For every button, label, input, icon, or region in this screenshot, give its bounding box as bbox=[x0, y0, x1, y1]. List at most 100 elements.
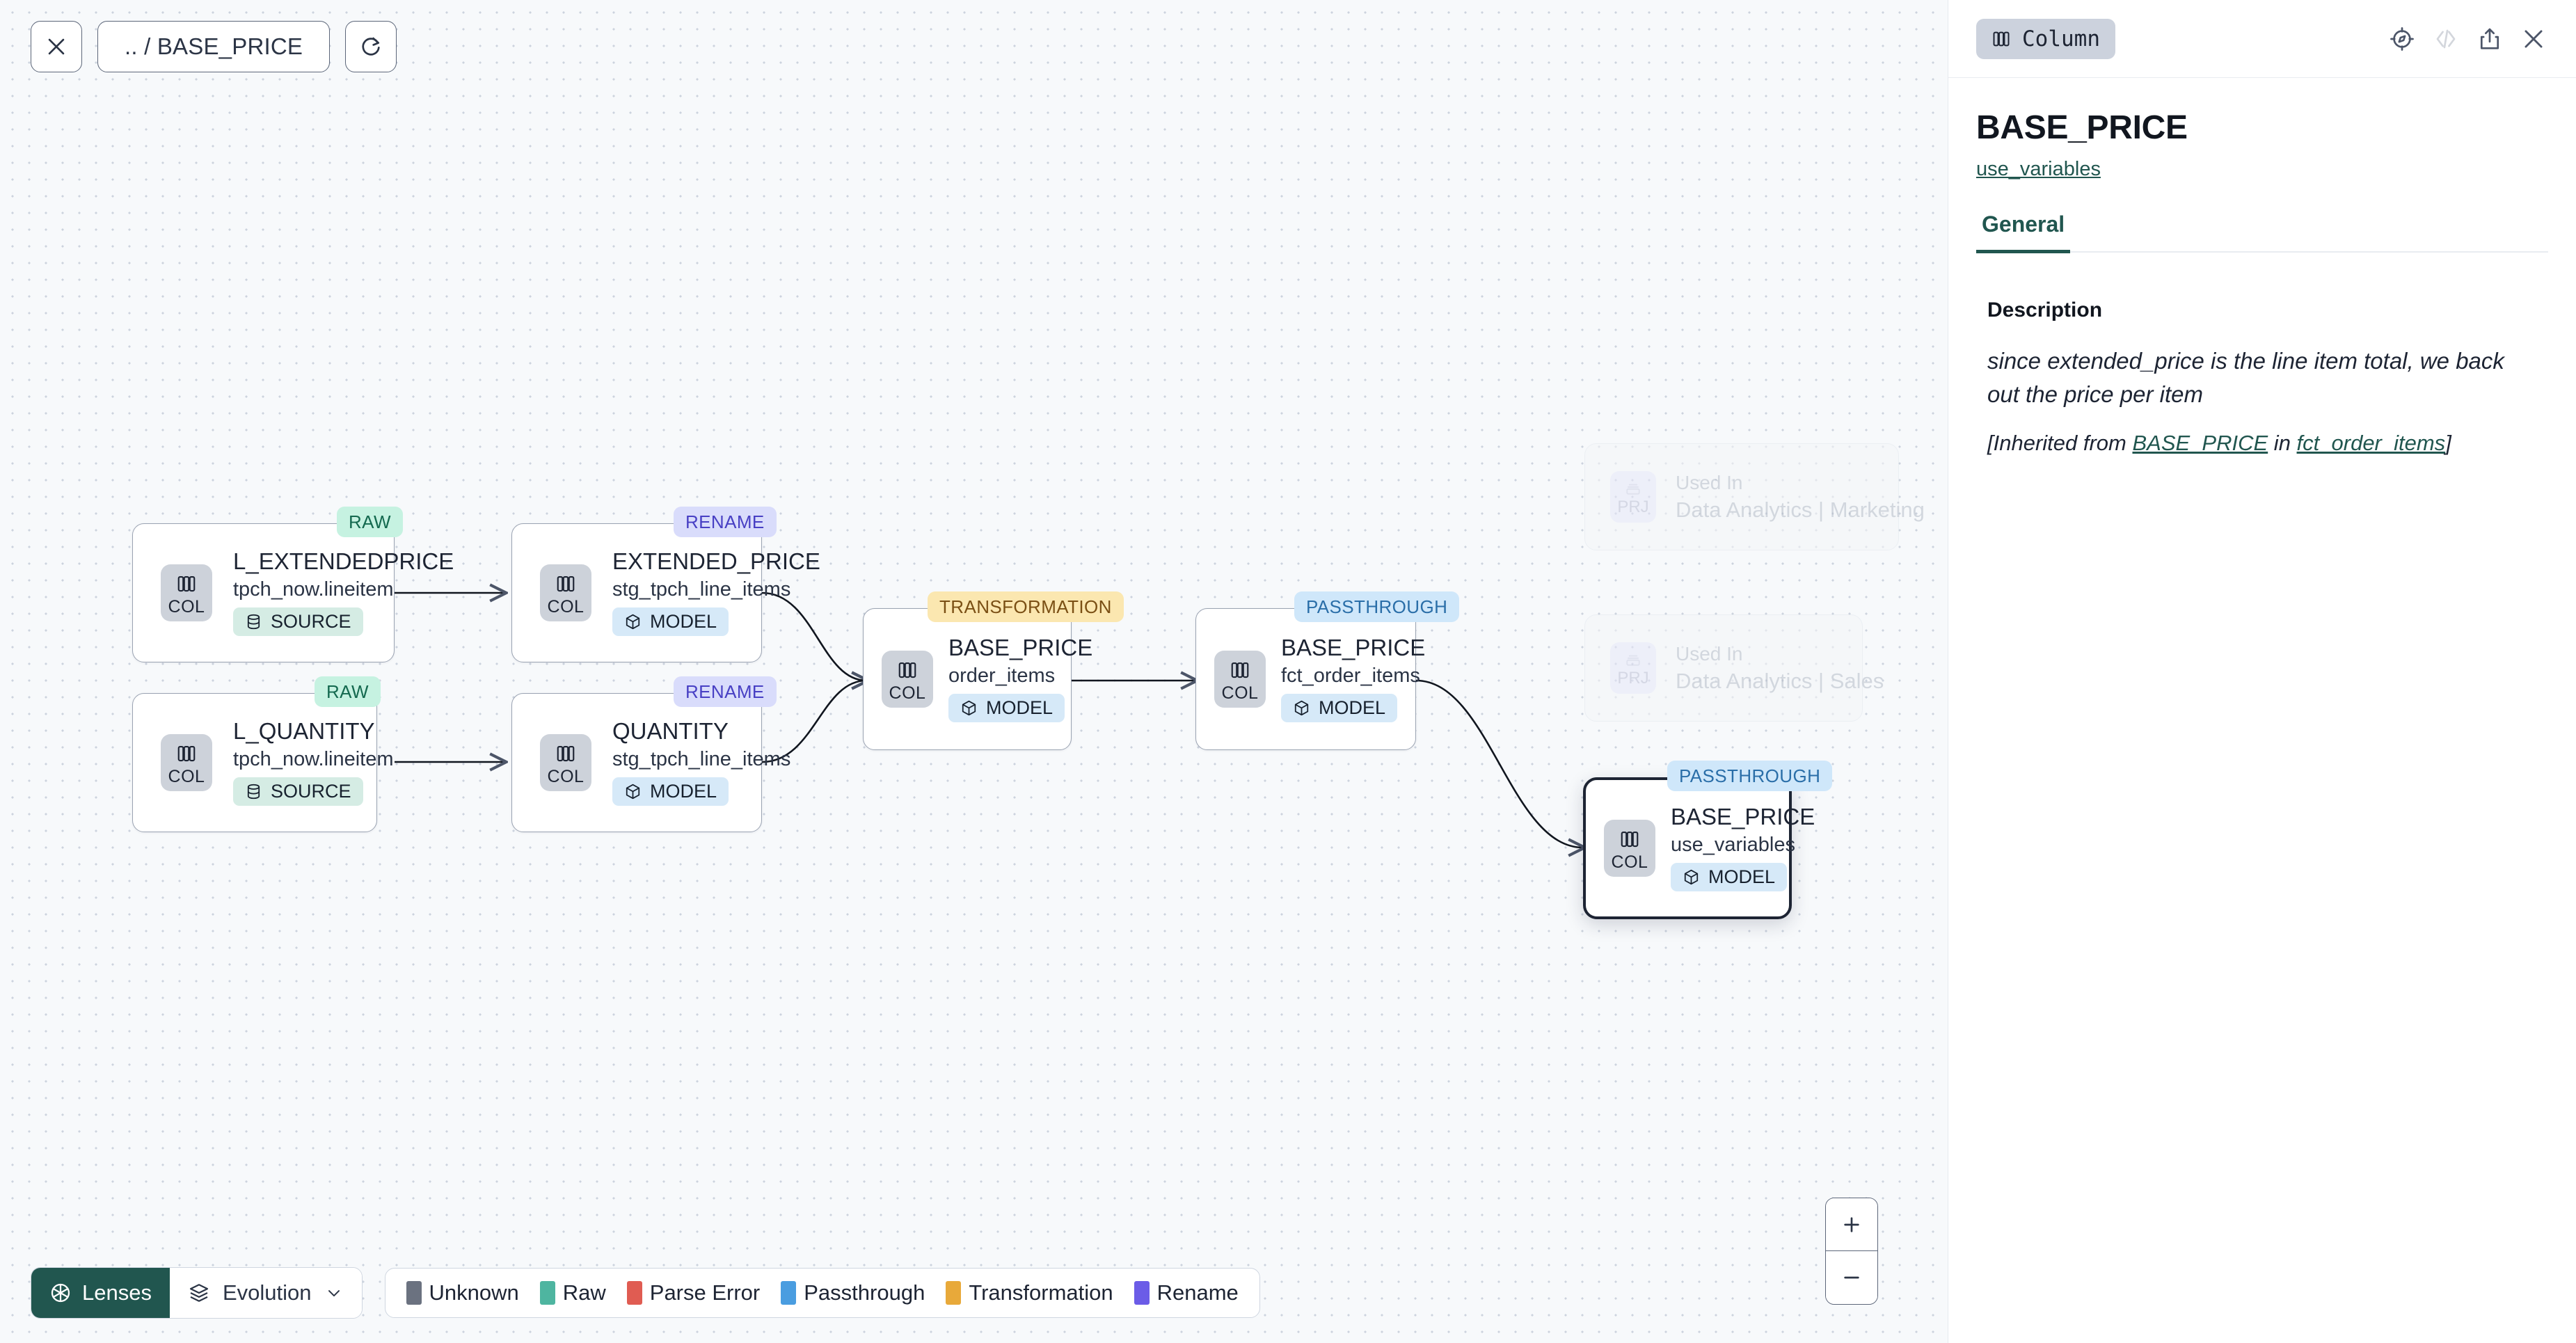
node-pill-label: MODEL bbox=[650, 611, 717, 633]
node-badge-passthrough-1: PASSTHROUGH bbox=[1294, 591, 1460, 622]
legend-swatch bbox=[626, 1281, 642, 1305]
node-pill-model: MODEL bbox=[1281, 694, 1398, 723]
cube-icon bbox=[626, 784, 640, 800]
node-type-icon-col: COL bbox=[1214, 651, 1266, 708]
column-icon bbox=[555, 740, 576, 767]
lineage-node-l-quantity[interactable]: COL L_QUANTITY tpch_now.lineitem SOURCE bbox=[132, 693, 394, 832]
legend-label: Unknown bbox=[429, 1280, 519, 1305]
project-icon-wrap: PRJ bbox=[1610, 471, 1656, 523]
legend-label: Passthrough bbox=[804, 1280, 925, 1305]
node-badge-passthrough-2: PASSTHROUGH bbox=[1667, 761, 1833, 791]
minus-icon bbox=[1844, 1276, 1859, 1279]
node-pill-label: MODEL bbox=[1319, 697, 1386, 719]
node-body: QUANTITY stg_tpch_line_items MODEL bbox=[612, 717, 790, 806]
lineage-node-quantity[interactable]: COL QUANTITY stg_tpch_line_items MODEL bbox=[511, 693, 790, 832]
lineage-canvas[interactable]: .. / BASE_PRICE RAW COL bbox=[0, 0, 1948, 1343]
ghost-node-used-in-sales[interactable]: PRJ Used In Data Analytics | Sales bbox=[1584, 614, 1884, 722]
code-icon[interactable] bbox=[2433, 26, 2459, 52]
canvas-bottom-toolbar: Lenses Evolution Unkno bbox=[31, 1267, 1260, 1319]
description-section-label: Description bbox=[1987, 299, 2103, 321]
node-icon-kind: COL bbox=[168, 766, 205, 786]
lineage-node-fct-order-items[interactable]: COL BASE_PRICE fct_order_items MODEL bbox=[1195, 608, 1425, 750]
details-panel: Column bbox=[1948, 0, 2576, 1343]
share-icon[interactable] bbox=[2476, 26, 2503, 52]
lineage-node-order-items[interactable]: COL BASE_PRICE order_items MODEL bbox=[863, 608, 1092, 750]
node-badge-rename-1: RENAME bbox=[674, 507, 777, 537]
lenses-control-group: Lenses Evolution bbox=[31, 1267, 363, 1319]
refresh-button[interactable] bbox=[345, 21, 397, 72]
node-title: QUANTITY bbox=[612, 717, 729, 744]
lineage-node-l-extendedprice[interactable]: COL L_EXTENDEDPRICE tpch_now.lineitem SO… bbox=[132, 523, 454, 662]
close-icon[interactable] bbox=[2520, 26, 2547, 52]
node-type-icon-col: COL bbox=[540, 734, 591, 791]
zoom-in-button[interactable] bbox=[1826, 1198, 1877, 1251]
node-type-icon-col: COL bbox=[161, 564, 212, 621]
node-icon-kind: COL bbox=[547, 766, 585, 786]
lineage-node-extended-price[interactable]: COL EXTENDED_PRICE stg_tpch_line_items M… bbox=[511, 523, 820, 662]
node-body: BASE_PRICE use_variables MODEL bbox=[1671, 803, 1815, 892]
lenses-button[interactable]: Lenses bbox=[31, 1268, 170, 1318]
column-icon bbox=[555, 571, 576, 597]
cube-icon bbox=[962, 700, 976, 716]
node-type-icon-col: COL bbox=[161, 734, 212, 791]
entity-type-label: Column bbox=[2022, 26, 2100, 51]
legend-label: Rename bbox=[1156, 1280, 1239, 1305]
project-icon bbox=[1626, 484, 1640, 495]
ghost-line-2: Data Analytics | Sales bbox=[1676, 669, 1884, 693]
refresh-icon bbox=[362, 37, 380, 56]
breadcrumb-button[interactable]: .. / BASE_PRICE bbox=[97, 21, 331, 72]
inherited-prefix: [Inherited from bbox=[1987, 431, 2133, 456]
node-type-icon-col: COL bbox=[882, 651, 933, 708]
node-pill-label: SOURCE bbox=[271, 781, 351, 802]
chevron-down-icon bbox=[328, 1290, 340, 1297]
description-text: since extended_price is the line item to… bbox=[1987, 348, 2504, 408]
node-body: L_EXTENDEDPRICE tpch_now.lineitem SOURCE bbox=[233, 549, 454, 637]
canvas-top-controls: .. / BASE_PRICE bbox=[31, 21, 397, 72]
node-badge-raw-2: RAW bbox=[315, 676, 381, 707]
ghost-icon-kind: PRJ bbox=[1617, 669, 1649, 688]
description-inherited-note: [Inherited from BASE_PRICE in fct_order_… bbox=[1987, 431, 2537, 456]
project-icon bbox=[1626, 655, 1640, 666]
page-title: BASE_PRICE bbox=[1976, 109, 2188, 146]
node-pill-model: MODEL bbox=[612, 777, 729, 806]
node-pill-source: SOURCE bbox=[233, 777, 363, 806]
node-pill-label: SOURCE bbox=[271, 611, 351, 633]
close-icon bbox=[48, 38, 65, 55]
project-icon-wrap: PRJ bbox=[1610, 642, 1656, 694]
node-title: BASE_PRICE bbox=[948, 634, 1093, 660]
node-subtitle: tpch_now.lineitem bbox=[233, 747, 394, 770]
tab-general[interactable]: General bbox=[1976, 212, 2071, 253]
inherited-column-link[interactable]: BASE_PRICE bbox=[2132, 431, 2268, 456]
legend-item-rename: Rename bbox=[1134, 1280, 1239, 1305]
node-body: EXTENDED_PRICE stg_tpch_line_items MODEL bbox=[612, 549, 820, 637]
close-lineage-button[interactable] bbox=[31, 21, 82, 72]
node-pill-model: MODEL bbox=[948, 694, 1065, 723]
legend-label: Transformation bbox=[969, 1280, 1113, 1305]
inherited-model-link[interactable]: fct_order_items bbox=[2296, 431, 2446, 456]
legend-swatch bbox=[946, 1281, 962, 1305]
legend-swatch bbox=[406, 1281, 422, 1305]
explore-compass-icon[interactable] bbox=[2389, 26, 2415, 52]
node-title: L_QUANTITY bbox=[233, 717, 375, 744]
lineage-node-use-variables-selected[interactable]: COL BASE_PRICE use_variables MODEL bbox=[1583, 777, 1815, 919]
legend-item-parse-error: Parse Error bbox=[626, 1280, 760, 1305]
node-icon-kind: COL bbox=[1611, 852, 1648, 872]
node-pill-label: MODEL bbox=[986, 697, 1054, 719]
node-title: BASE_PRICE bbox=[1281, 634, 1426, 660]
parent-model-link[interactable]: use_variables bbox=[1976, 158, 2101, 180]
legend-item-unknown: Unknown bbox=[406, 1280, 519, 1305]
ghost-node-used-in-marketing[interactable]: PRJ Used In Data Analytics | Marketing bbox=[1584, 443, 1925, 550]
zoom-out-button[interactable] bbox=[1826, 1251, 1877, 1304]
column-icon bbox=[1230, 657, 1250, 683]
node-badge-transformation: TRANSFORMATION bbox=[928, 591, 1124, 622]
panel-header-actions bbox=[2389, 26, 2547, 52]
evolution-dropdown[interactable]: Evolution bbox=[169, 1268, 362, 1318]
node-body: L_QUANTITY tpch_now.lineitem SOURCE bbox=[233, 717, 394, 806]
node-title: BASE_PRICE bbox=[1671, 803, 1815, 829]
ghost-line-2: Data Analytics | Marketing bbox=[1676, 498, 1925, 522]
node-icon-kind: COL bbox=[889, 683, 926, 703]
node-body: BASE_PRICE fct_order_items MODEL bbox=[1281, 634, 1426, 723]
lenses-label: Lenses bbox=[82, 1280, 152, 1305]
node-pill-model: MODEL bbox=[1671, 863, 1788, 892]
legend-item-transformation: Transformation bbox=[946, 1280, 1113, 1305]
